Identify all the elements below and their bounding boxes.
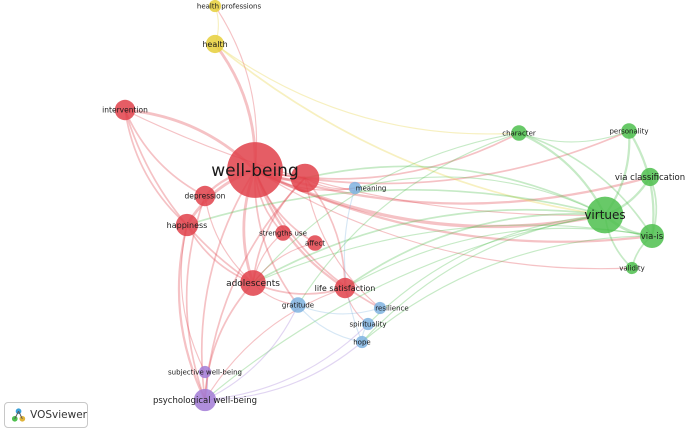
link-intervention-happiness <box>124 109 188 226</box>
label-psychological-well-being[interactable]: psychological well-being <box>153 396 257 406</box>
label-happiness[interactable]: happiness <box>167 221 208 230</box>
link-happiness-subjective-well-being <box>180 224 206 373</box>
link-intervention-adolescents <box>124 109 254 284</box>
label-personality[interactable]: personality <box>609 127 648 135</box>
node-well-being[interactable] <box>227 142 283 198</box>
link-character-gratitude <box>297 132 520 306</box>
link-virtues-life-satisfaction <box>344 213 606 289</box>
node-validity[interactable] <box>625 261 639 275</box>
link-virtues-happiness <box>186 188 606 226</box>
node-psychological-well-being[interactable] <box>193 388 217 412</box>
label-strengths-use[interactable]: strengths use <box>259 229 307 237</box>
link-via-is-life-satisfaction <box>344 227 653 289</box>
link-virtues-spirituality <box>367 214 606 325</box>
vosviewer-logo: VOSviewer <box>4 402 88 428</box>
link-psychological-well-being-hope <box>204 341 363 401</box>
link-virtues-psychological-well-being <box>204 214 606 401</box>
link-health-virtues <box>214 43 606 216</box>
label-hope[interactable]: hope <box>353 338 370 346</box>
label-validity[interactable]: validity <box>619 264 645 272</box>
label-life-satisfaction[interactable]: life satisfaction <box>315 284 376 293</box>
node-via-classification[interactable] <box>640 167 660 187</box>
link-psychological-well-being-gratitude <box>204 304 299 401</box>
node-intervention[interactable] <box>114 99 136 121</box>
node-layer <box>114 0 665 412</box>
link-well-being-validity <box>254 169 633 270</box>
node-hope[interactable] <box>355 335 369 349</box>
node-strengths-use[interactable] <box>275 225 291 241</box>
node-virtues[interactable] <box>586 196 624 234</box>
label-virtues[interactable]: virtues <box>584 208 625 222</box>
link-life-satisfaction-psychological-well-being <box>204 287 346 401</box>
link-well-being-character <box>254 132 520 180</box>
link-well-being-via-is <box>254 168 653 243</box>
label-meaning[interactable]: meaning <box>356 184 387 192</box>
node-adolescents[interactable] <box>240 270 266 296</box>
label-depression[interactable]: depression <box>185 192 226 201</box>
link-red-hub-resilience <box>304 177 381 309</box>
label-health-professions[interactable]: health professions <box>197 2 262 10</box>
label-intervention[interactable]: intervention <box>102 106 148 115</box>
link-virtues-red-hub <box>304 165 606 216</box>
node-spirituality[interactable] <box>361 317 375 331</box>
link-character-personality <box>518 130 630 143</box>
link-happiness-psychological-well-being <box>177 224 207 401</box>
label-layer: health professions health intervention well… <box>102 2 685 406</box>
link-via-is-hope <box>361 235 653 343</box>
node-subjective-well-being[interactable] <box>198 365 212 379</box>
link-virtues-hope <box>361 214 606 343</box>
node-health-professions[interactable] <box>208 0 222 13</box>
label-health[interactable]: health <box>202 40 227 49</box>
label-via-classification[interactable]: via classification <box>615 173 685 183</box>
vosviewer-logo-icon <box>11 408 26 422</box>
label-resilience[interactable]: resilience <box>375 304 408 312</box>
link-gratitude-resilience <box>297 304 381 315</box>
node-personality[interactable] <box>621 123 637 139</box>
label-gratitude[interactable]: gratitude <box>282 301 314 309</box>
node-resilience[interactable] <box>373 301 387 315</box>
brand-label: VOSviewer <box>30 409 87 421</box>
label-affect[interactable]: affect <box>305 239 325 247</box>
node-meaning[interactable] <box>348 181 362 195</box>
label-adolescents[interactable]: adolescents <box>226 279 280 289</box>
label-subjective-well-being[interactable]: subjective well-being <box>168 368 242 376</box>
node-life-satisfaction[interactable] <box>334 277 356 299</box>
node-gratitude[interactable] <box>290 297 306 313</box>
link-adolescents-psychological-well-being <box>204 282 254 401</box>
link-meaning-hope <box>343 187 363 343</box>
node-happiness[interactable] <box>175 213 199 237</box>
link-psychological-well-being-spirituality <box>204 323 369 401</box>
node-affect[interactable] <box>307 235 323 251</box>
label-character[interactable]: character <box>502 129 536 137</box>
node-via-is[interactable] <box>639 223 665 249</box>
link-via-is-character <box>518 132 653 237</box>
label-spirituality[interactable]: spirituality <box>349 320 386 328</box>
node-red-hub[interactable] <box>290 163 320 193</box>
link-virtues-adolescents <box>252 208 606 284</box>
node-health[interactable] <box>205 34 225 54</box>
link-health-character <box>214 43 520 135</box>
node-character[interactable] <box>511 125 527 141</box>
link-virtues-meaning <box>354 176 606 216</box>
label-well-being[interactable]: well-being <box>211 161 298 181</box>
label-via-is[interactable]: via-is <box>641 232 664 242</box>
node-depression[interactable] <box>194 185 216 207</box>
link-character-adolescents <box>252 132 520 284</box>
link-intervention-depression <box>124 109 206 197</box>
